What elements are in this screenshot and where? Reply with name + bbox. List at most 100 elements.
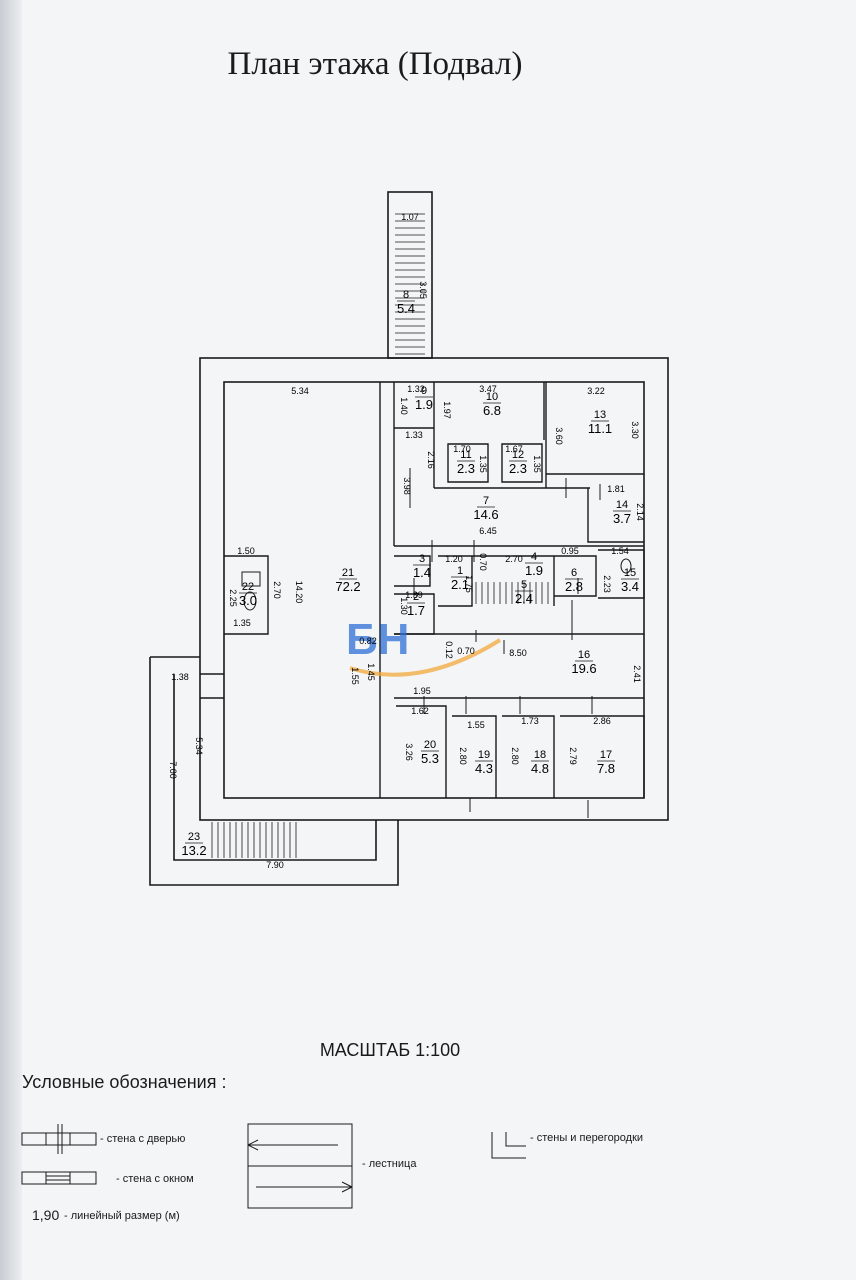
legend-walls-symbol: [491, 1132, 526, 1159]
dimension-label: 1.95: [413, 686, 431, 696]
room-area: 5.4: [397, 301, 415, 316]
dimension-label: 1.35: [532, 455, 542, 473]
room-number: 7: [483, 495, 489, 507]
dimension-label: 2.86: [593, 716, 611, 726]
legend-wall-window-label: - стена с окном: [116, 1173, 194, 1185]
dimension-label: 3.22: [587, 386, 605, 396]
walls-rooms-17-20: [396, 705, 645, 798]
dimension-label: 1.35: [233, 618, 251, 628]
room-label-19: 194.3: [475, 749, 493, 776]
legend-dimension-label: - линейный размер (м): [64, 1210, 180, 1222]
dimension-label: 0.82: [359, 636, 377, 646]
dimension-label: 2.80: [510, 747, 520, 765]
room-number: 12: [512, 449, 524, 461]
dimension-label: 1.70: [453, 444, 471, 454]
dimension-label: 1.67: [505, 444, 523, 454]
dimension-label: 7.90: [266, 860, 284, 870]
room-label-14: 143.7: [613, 499, 631, 526]
legend-dimension-example: 1,90: [32, 1207, 60, 1223]
walls-rooms-9-13: [433, 382, 590, 489]
room-label-2: 21.7: [407, 591, 425, 618]
legend-stairs-symbol: [247, 1123, 353, 1209]
toilet-22: [243, 591, 257, 611]
annex-23-walls: [149, 656, 399, 886]
room-number: 16: [578, 649, 590, 661]
dimension-label: 1.50: [237, 546, 255, 556]
dimension-label: 5.34: [194, 737, 204, 755]
walls-room-16: [394, 633, 644, 699]
room-label-8: 85.4: [397, 289, 415, 316]
room-area: 1.9: [415, 397, 433, 412]
room-label-4: 41.9: [525, 551, 543, 578]
dimension-label: 2.70: [272, 581, 282, 599]
dimension-label: 2.80: [458, 747, 468, 765]
room-area: 3.4: [621, 579, 639, 594]
stair-treads-8: [395, 213, 425, 355]
room-label-6: 62.8: [565, 567, 583, 594]
room-number: 13: [594, 409, 606, 421]
room-area: 2.3: [509, 461, 527, 476]
dimension-label: 3.05: [418, 281, 428, 299]
dimension-label: 3.60: [554, 427, 564, 445]
dimension-label: 1.73: [521, 716, 539, 726]
dimension-label: 3.47: [479, 384, 497, 394]
room-area: 3.0: [239, 593, 257, 608]
dimension-label: 2.79: [568, 747, 578, 765]
stair-shaft-8: [387, 191, 433, 359]
room-number: 1: [457, 565, 463, 577]
room-number: 18: [534, 749, 546, 761]
room-area: 1.9: [525, 563, 543, 578]
room-number: 15: [624, 567, 636, 579]
room-area: 3.7: [613, 511, 631, 526]
dimension-label: 2.25: [228, 589, 238, 607]
walls-rooms-1-6-15: [394, 549, 645, 607]
dimension-label: 5.34: [291, 386, 309, 396]
legend-walls-label: - стены и перегородки: [530, 1132, 644, 1144]
dimension-label: 2.70: [505, 554, 523, 564]
stair-treads-23: [211, 822, 297, 858]
dimension-label: 0.70: [457, 646, 475, 656]
toilet-15: [620, 558, 632, 574]
room-label-1: 12.1: [451, 565, 469, 592]
dimension-label: 2.23: [602, 575, 612, 593]
dimension-label: 3.26: [404, 743, 414, 761]
room-label-15: 153.4: [621, 567, 639, 594]
partitions: [200, 382, 645, 798]
page-edge-shadow: [0, 0, 22, 1280]
room-label-12: 122.3: [509, 449, 527, 476]
dimension-label: 1.62: [411, 706, 429, 716]
room-area: 1.4: [413, 565, 431, 580]
room-area: 4.3: [475, 761, 493, 776]
page-title: План этажа (Подвал): [227, 46, 523, 82]
room-number: 11: [460, 449, 471, 461]
watermark-swoosh: [349, 638, 502, 677]
dimension-label: 1.39: [405, 590, 423, 600]
dimension-label: 3.30: [630, 421, 640, 439]
room-label-5: 52.4: [515, 579, 533, 606]
walls-rooms-13-14: [546, 473, 644, 543]
dimension-label: 1.75: [464, 575, 474, 593]
room-area: 19.6: [571, 661, 596, 676]
legend-graphics: [21, 1123, 526, 1209]
dimension-label: 2.41: [632, 665, 642, 683]
dimension-label: 0.12: [444, 641, 454, 659]
dimension-label: 1.81: [607, 484, 625, 494]
dimension-label: 1.55: [350, 667, 360, 685]
room-number: 4: [531, 551, 537, 563]
dimension-label: 1.07: [401, 212, 419, 222]
dimension-label: 7.00: [168, 761, 178, 779]
dimension-label: 0.95: [561, 546, 579, 556]
dimension-label: 1.97: [442, 401, 452, 419]
dimension-label: 0.70: [478, 553, 488, 571]
room-number: 6: [571, 567, 577, 579]
room-area: 2.4: [515, 591, 533, 606]
dimension-label: 6.45: [479, 526, 497, 536]
room-area: 2.1: [451, 577, 469, 592]
dimension-label: 1.54: [611, 546, 629, 556]
room-number: 10: [486, 391, 498, 403]
